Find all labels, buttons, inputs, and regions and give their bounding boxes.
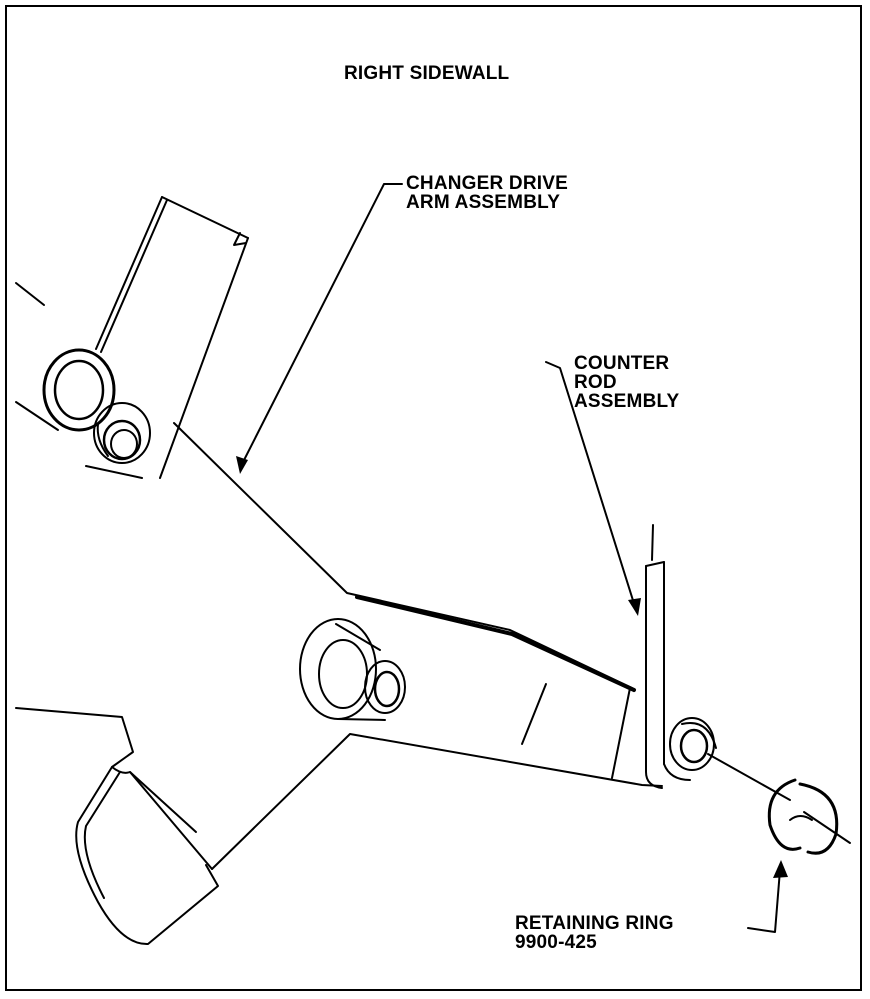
upper-shaft: [85, 402, 151, 479]
upper-boss: [15, 282, 116, 432]
callout-line: 9900-425: [515, 932, 597, 953]
callout-counter-rod: COUNTER ROD ASSEMBLY: [574, 354, 679, 411]
callout-line: CHANGER DRIVE: [406, 173, 569, 194]
retaining-ring: [767, 778, 851, 855]
diagram-frame: [5, 5, 862, 991]
callout-line: ASSEMBLY: [574, 391, 680, 412]
callout-line: RETAINING RING: [515, 913, 674, 934]
center-boss: [299, 618, 406, 721]
counter-rod: [645, 524, 791, 801]
callout-changer-drive-arm: CHANGER DRIVE ARM ASSEMBLY: [406, 174, 568, 212]
lower-tab: [75, 766, 219, 946]
callout-line: COUNTER: [574, 353, 670, 374]
upper-link: [95, 196, 249, 479]
leader-lines: [239, 183, 781, 933]
arrowhead-counter-rod: [628, 598, 641, 616]
drive-arm-body: [15, 422, 663, 870]
callout-retaining-ring: RETAINING RING 9900-425: [515, 914, 674, 952]
arrowhead-retaining-ring: [773, 860, 788, 878]
callout-line: ROD: [574, 372, 617, 393]
arrowhead-drive-arm: [236, 456, 248, 474]
diagram-title: RIGHT SIDEWALL: [344, 63, 510, 84]
arrowheads: [236, 456, 788, 878]
callout-line: ARM ASSEMBLY: [406, 192, 561, 213]
